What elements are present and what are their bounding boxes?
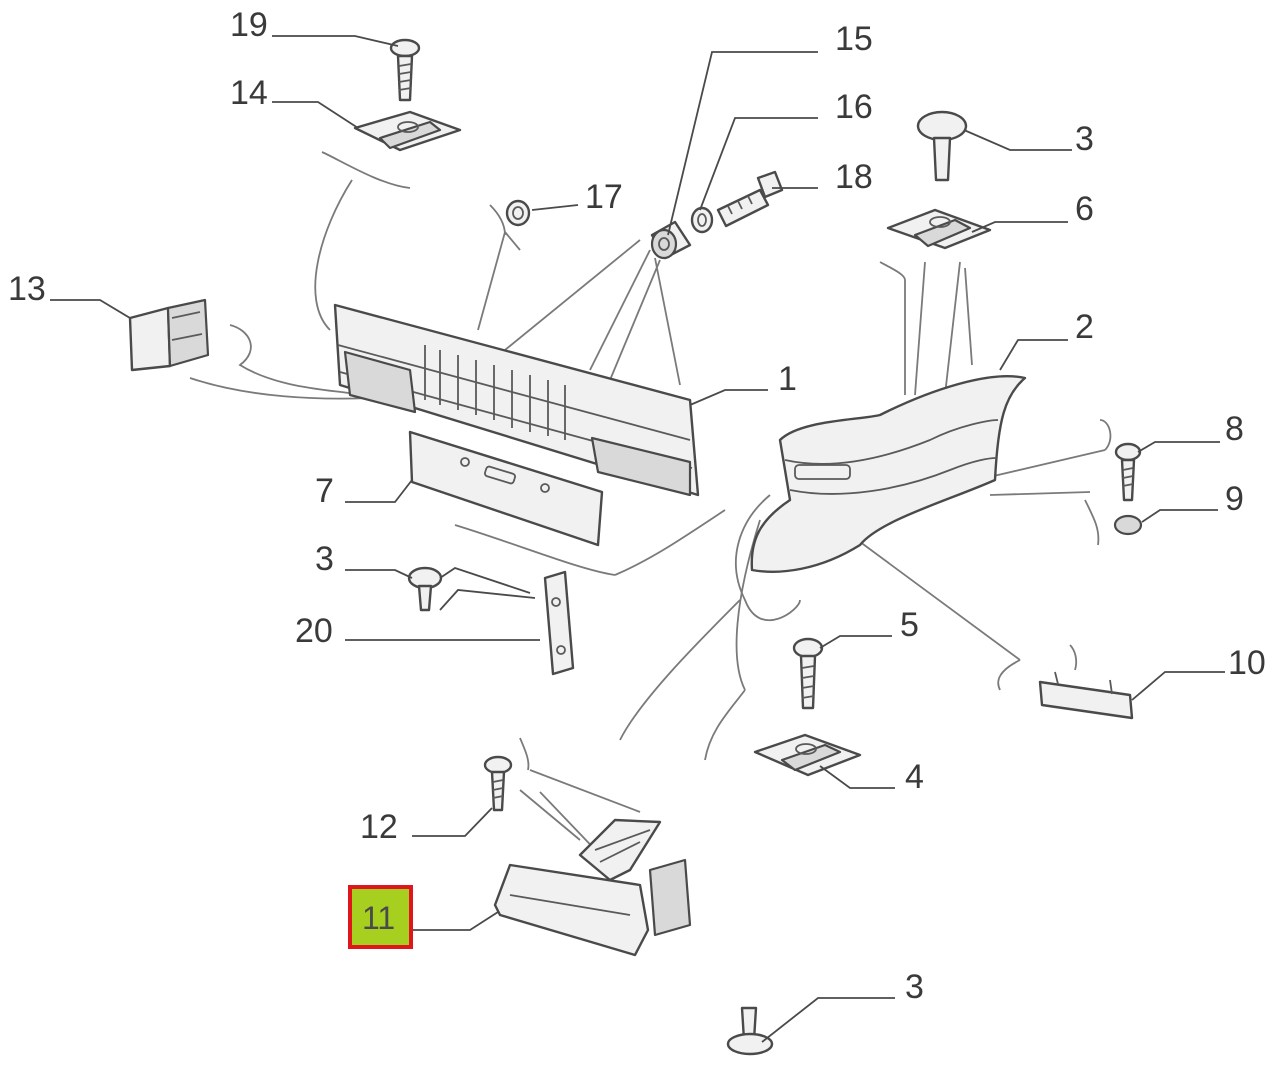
callout-3-bottom: 3 <box>905 968 924 1006</box>
part-8-screw <box>1114 442 1142 502</box>
part-11-cover-bracket <box>493 818 692 957</box>
callout-20: 20 <box>295 612 333 650</box>
part-13-end-clip <box>128 298 210 372</box>
callout-9: 9 <box>1225 480 1244 518</box>
part-15-spacer <box>650 220 692 260</box>
part-1-bumper-beam <box>333 303 700 497</box>
part-12-screw <box>483 755 513 812</box>
part-14-clip-nut <box>353 110 462 152</box>
part-17-washer <box>505 199 531 227</box>
callout-2: 2 <box>1075 308 1094 346</box>
part-20-bracket <box>543 570 575 676</box>
callout-labels: 19 14 15 16 18 17 3 6 2 13 1 8 7 9 3 20 … <box>8 6 1266 1006</box>
part-7-plate-holder <box>408 430 604 547</box>
highlighted-callout-box <box>348 885 413 949</box>
part-19-screw <box>389 38 421 102</box>
callout-12: 12 <box>360 808 398 846</box>
part-10-end-cap <box>1038 671 1134 720</box>
callout-14: 14 <box>230 74 268 112</box>
callout-16: 16 <box>835 88 873 126</box>
part-5-screw <box>792 637 824 710</box>
callout-5: 5 <box>900 606 919 644</box>
callout-8: 8 <box>1225 410 1244 448</box>
callout-11: 11 <box>362 900 395 936</box>
callout-19: 19 <box>230 6 268 44</box>
callout-4: 4 <box>905 758 924 796</box>
part-3-push-clip-top <box>916 110 968 182</box>
callout-13: 13 <box>8 270 46 308</box>
leader-lines <box>50 35 1225 1043</box>
callout-1: 1 <box>778 360 797 398</box>
part-3-push-clip-mid <box>407 566 443 612</box>
part-16-washer <box>690 206 714 234</box>
part-6-clip-nut <box>886 208 992 250</box>
callout-10: 10 <box>1228 644 1266 682</box>
part-9-nut <box>1113 514 1143 536</box>
callout-3-top: 3 <box>1075 120 1094 158</box>
callout-6: 6 <box>1075 190 1094 228</box>
callout-17: 17 <box>585 178 623 216</box>
callout-7: 7 <box>315 472 334 510</box>
callout-15: 15 <box>835 20 873 58</box>
part-4-clip-nut <box>753 733 862 777</box>
callout-18: 18 <box>835 158 873 196</box>
part-3-push-clip-bottom <box>726 1006 774 1056</box>
guide-lines <box>189 151 1112 861</box>
callout-3-mid: 3 <box>315 540 334 578</box>
part-2-corner-bumper <box>750 375 1027 573</box>
part-18-bolt <box>716 170 784 228</box>
